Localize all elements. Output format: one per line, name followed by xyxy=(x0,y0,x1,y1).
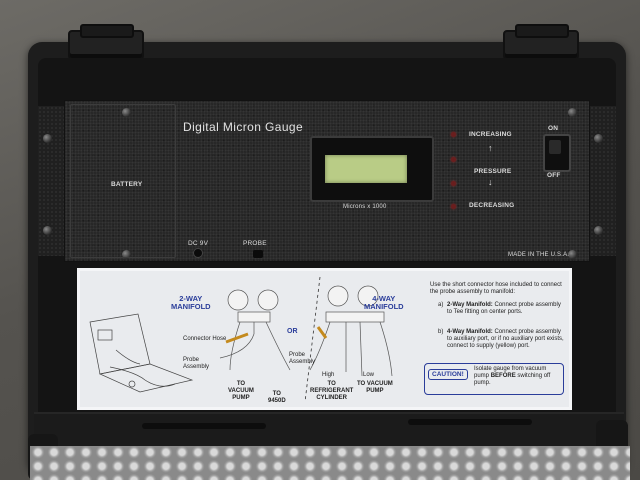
gauge-faceplate xyxy=(64,100,590,262)
screw xyxy=(594,134,603,143)
screw xyxy=(568,250,577,259)
caution-label: CAUTION! xyxy=(428,369,468,380)
instruction-card xyxy=(77,268,572,410)
lid-slot xyxy=(142,423,266,429)
probe-port[interactable] xyxy=(253,250,263,258)
bubble-wrap xyxy=(30,446,630,480)
connector-hose-label: Connector Hose xyxy=(183,336,227,342)
four-way-manifold-heading: 4-WAY MANIFOLD xyxy=(364,294,404,311)
step-a-text: Connect probe assembly to Tee fitting on… xyxy=(447,302,561,315)
switch-off-label: OFF xyxy=(547,172,561,179)
instructions-intro: Use the short connector hose included to… xyxy=(430,282,562,295)
screw xyxy=(122,250,131,259)
two-way-manifold-heading: 2-WAY MANIFOLD xyxy=(171,294,211,311)
screw xyxy=(43,226,52,235)
to-9450d-label: TO 9450D xyxy=(268,391,286,404)
step-b-key: b) xyxy=(438,329,444,335)
step-a: 2-Way Manifold: Connect probe assembly t… xyxy=(447,302,565,316)
probe-assembly-left-label: Probe Assembly xyxy=(183,357,210,370)
dc-jack[interactable] xyxy=(193,248,203,258)
step-a-title: 2-Way Manifold: xyxy=(447,302,493,308)
pressure-label: PRESSURE xyxy=(474,168,512,175)
caution-text-part1: Isolate gauge from vacuum pump xyxy=(474,366,547,379)
step-b-text: Connect probe assembly to auxiliary port… xyxy=(447,329,564,349)
left-latch[interactable] xyxy=(68,24,144,60)
probe-port-label: PROBE xyxy=(243,240,267,247)
display-unit-label: Microns x 1000 xyxy=(343,204,387,210)
made-in-usa-label: MADE IN THE U.S.A. xyxy=(508,252,570,258)
battery-label: BATTERY xyxy=(111,181,143,188)
device-title: Digital Micron Gauge xyxy=(183,120,304,134)
lcd-display xyxy=(325,155,407,183)
lid-slot xyxy=(408,419,532,425)
caution-text-bold: BEFORE xyxy=(490,373,516,379)
power-switch[interactable] xyxy=(543,134,571,172)
manifold-diagram xyxy=(89,276,393,403)
indicator-led xyxy=(451,132,456,137)
right-latch[interactable] xyxy=(503,24,579,60)
indicator-led xyxy=(451,204,456,209)
indicator-led xyxy=(451,157,456,162)
battery-compartment[interactable] xyxy=(70,104,176,258)
caution-box xyxy=(424,363,564,395)
dc-input-label: DC 9V xyxy=(188,240,209,247)
decreasing-label: DECREASING xyxy=(469,202,515,209)
arrow-up-icon: ↑ xyxy=(488,143,493,153)
screw xyxy=(122,108,131,117)
caution-text-part2: switching off pump. xyxy=(474,373,551,386)
increasing-label: INCREASING xyxy=(469,131,512,138)
screw xyxy=(568,108,577,117)
low-port-label: Low xyxy=(363,372,375,378)
case-lid-edge xyxy=(34,412,624,448)
step-b: 4-Way Manifold: Connect probe assembly t… xyxy=(447,329,565,350)
step-b-title: 4-Way Manifold: xyxy=(447,329,493,335)
to-refrigerant-cylinder-label: TO REFRIGERANT CYLINDER xyxy=(310,381,354,401)
screw xyxy=(594,226,603,235)
high-port-label: High xyxy=(322,372,335,378)
to-vacuum-pump-left-label: TO VACUUM PUMP xyxy=(228,381,254,401)
switch-on-label: ON xyxy=(548,125,559,132)
step-a-key: a) xyxy=(438,302,444,308)
screw xyxy=(43,134,52,143)
indicator-led xyxy=(451,181,456,186)
arrow-down-icon: ↓ xyxy=(488,177,493,187)
to-vacuum-pump-right-label: TO VACUUM PUMP xyxy=(357,381,393,394)
probe-assembly-right-label: Probe Assembly xyxy=(289,352,316,365)
or-label: OR xyxy=(287,328,298,335)
caution-text: Isolate gauge from vacuum pump BEFORE sw… xyxy=(474,366,560,387)
right-bracket xyxy=(586,106,616,256)
